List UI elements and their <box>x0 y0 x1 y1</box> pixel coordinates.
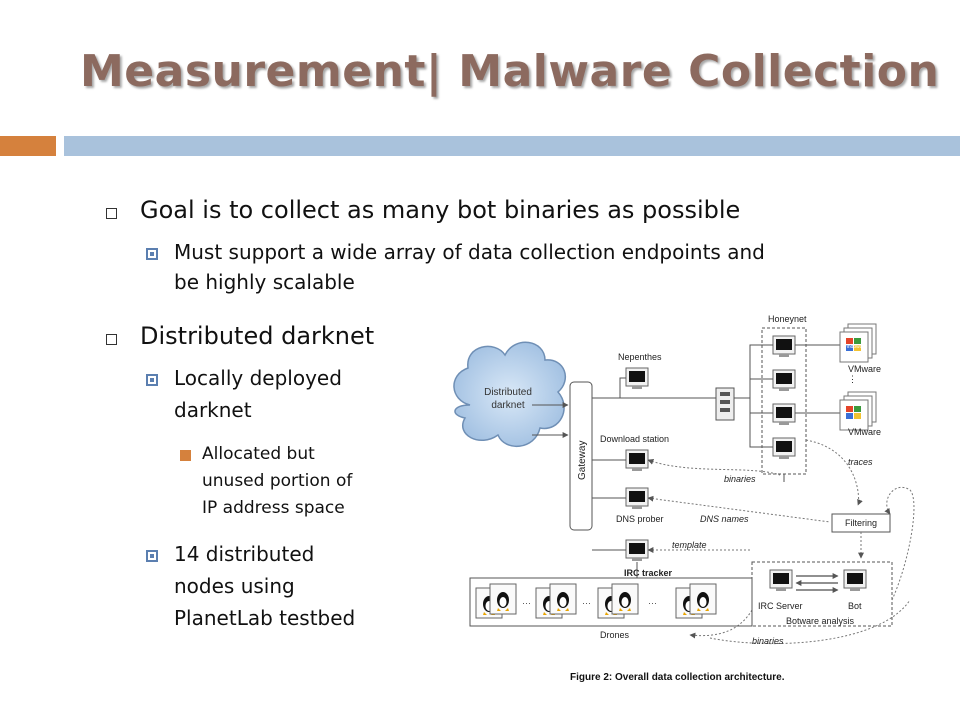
honeynet-monitor-1 <box>772 335 796 358</box>
bullet-marker-filled-square <box>146 248 158 260</box>
bullet-marker-square <box>106 208 117 219</box>
distributed-darknet-cloud: Distributed darknet <box>453 341 567 448</box>
windows-label: Windows <box>842 344 863 350</box>
svg-text:···: ··· <box>582 598 591 608</box>
title-accent-orange <box>0 136 56 156</box>
bullet-alloc-line1: Allocated but <box>202 444 315 464</box>
binaries-label-2: binaries <box>752 636 784 646</box>
irc-tracker-monitor <box>625 539 649 562</box>
botware-analysis-label: Botware analysis <box>786 616 855 626</box>
figure-caption: Figure 2: Overall data collection archit… <box>570 672 785 683</box>
drone-icon <box>689 583 717 615</box>
dns-prober-label: DNS prober <box>616 514 664 524</box>
slide-title: Measurement| Malware Collection <box>80 46 940 97</box>
template-label: template <box>672 540 707 550</box>
honeynet-monitor-2 <box>772 369 796 392</box>
dns-names-label: DNS names <box>700 514 749 524</box>
drones-label: Drones <box>600 630 630 640</box>
bullet-darknet: Distributed darknet <box>140 322 375 350</box>
irc-server-label: IRC Server <box>758 601 803 611</box>
cloud-label-line2: darknet <box>491 400 525 411</box>
nepenthes-label: Nepenthes <box>618 352 662 362</box>
bullet-nodes-line1: 14 distributed <box>174 542 315 566</box>
bullet-marker-square <box>106 334 117 345</box>
vmware-label-1: VMware <box>848 364 881 374</box>
drone-icon <box>489 583 517 615</box>
bullet-nodes-line2: nodes using <box>174 574 295 598</box>
drone-icon <box>611 583 639 615</box>
bullet-goal: Goal is to collect as many bot binaries … <box>140 196 741 224</box>
nepenthes-monitor <box>625 367 649 390</box>
bullet-goal-sub-line1: Must support a wide array of data collec… <box>174 240 765 264</box>
bullet-goal-sub-line2: be highly scalable <box>174 270 355 294</box>
vmware-label-2: VMware <box>848 427 881 437</box>
download-station-label: Download station <box>600 434 669 444</box>
bot-label: Bot <box>848 601 862 611</box>
bullet-alloc-line3: IP address space <box>202 498 345 518</box>
filtering-label: Filtering <box>845 518 877 528</box>
bullet-local-line1: Locally deployed <box>174 366 342 390</box>
download-station-monitor <box>625 449 649 472</box>
bullet-marker-orange <box>180 450 191 461</box>
vmware-windows-stack-1 <box>839 323 877 363</box>
svg-text:···: ··· <box>522 598 531 608</box>
bullet-nodes-line3: PlanetLab testbed <box>174 606 356 630</box>
vmware-windows-stack-2 <box>839 391 877 431</box>
traces-label: traces <box>848 457 873 467</box>
drones-box <box>469 577 753 627</box>
architecture-diagram: Distributed darknet Gateway Nepenthes Do… <box>440 300 960 700</box>
drone-icon <box>549 583 577 615</box>
vmware-dots: ⋮ <box>848 374 857 384</box>
gateway-label: Gateway <box>577 441 588 480</box>
bullet-marker-filled-square <box>146 374 158 386</box>
bullet-alloc-line2: unused portion of <box>202 471 353 491</box>
honeynet-monitor-4 <box>772 437 796 460</box>
binaries-label-1: binaries <box>724 474 756 484</box>
honeynet-label: Honeynet <box>768 314 807 324</box>
gateway-box <box>569 381 593 531</box>
irc-server-monitor <box>769 569 793 592</box>
svg-text:···: ··· <box>648 598 657 608</box>
bot-monitor <box>843 569 867 592</box>
bullet-marker-filled-square <box>146 550 158 562</box>
cloud-label-line1: Distributed <box>484 387 532 398</box>
title-accent-blue <box>64 136 960 156</box>
dns-prober-monitor <box>625 487 649 510</box>
bullet-local-line2: darknet <box>174 398 252 422</box>
honeynet-monitor-3 <box>772 403 796 426</box>
irc-tracker-label: IRC tracker <box>624 568 673 578</box>
